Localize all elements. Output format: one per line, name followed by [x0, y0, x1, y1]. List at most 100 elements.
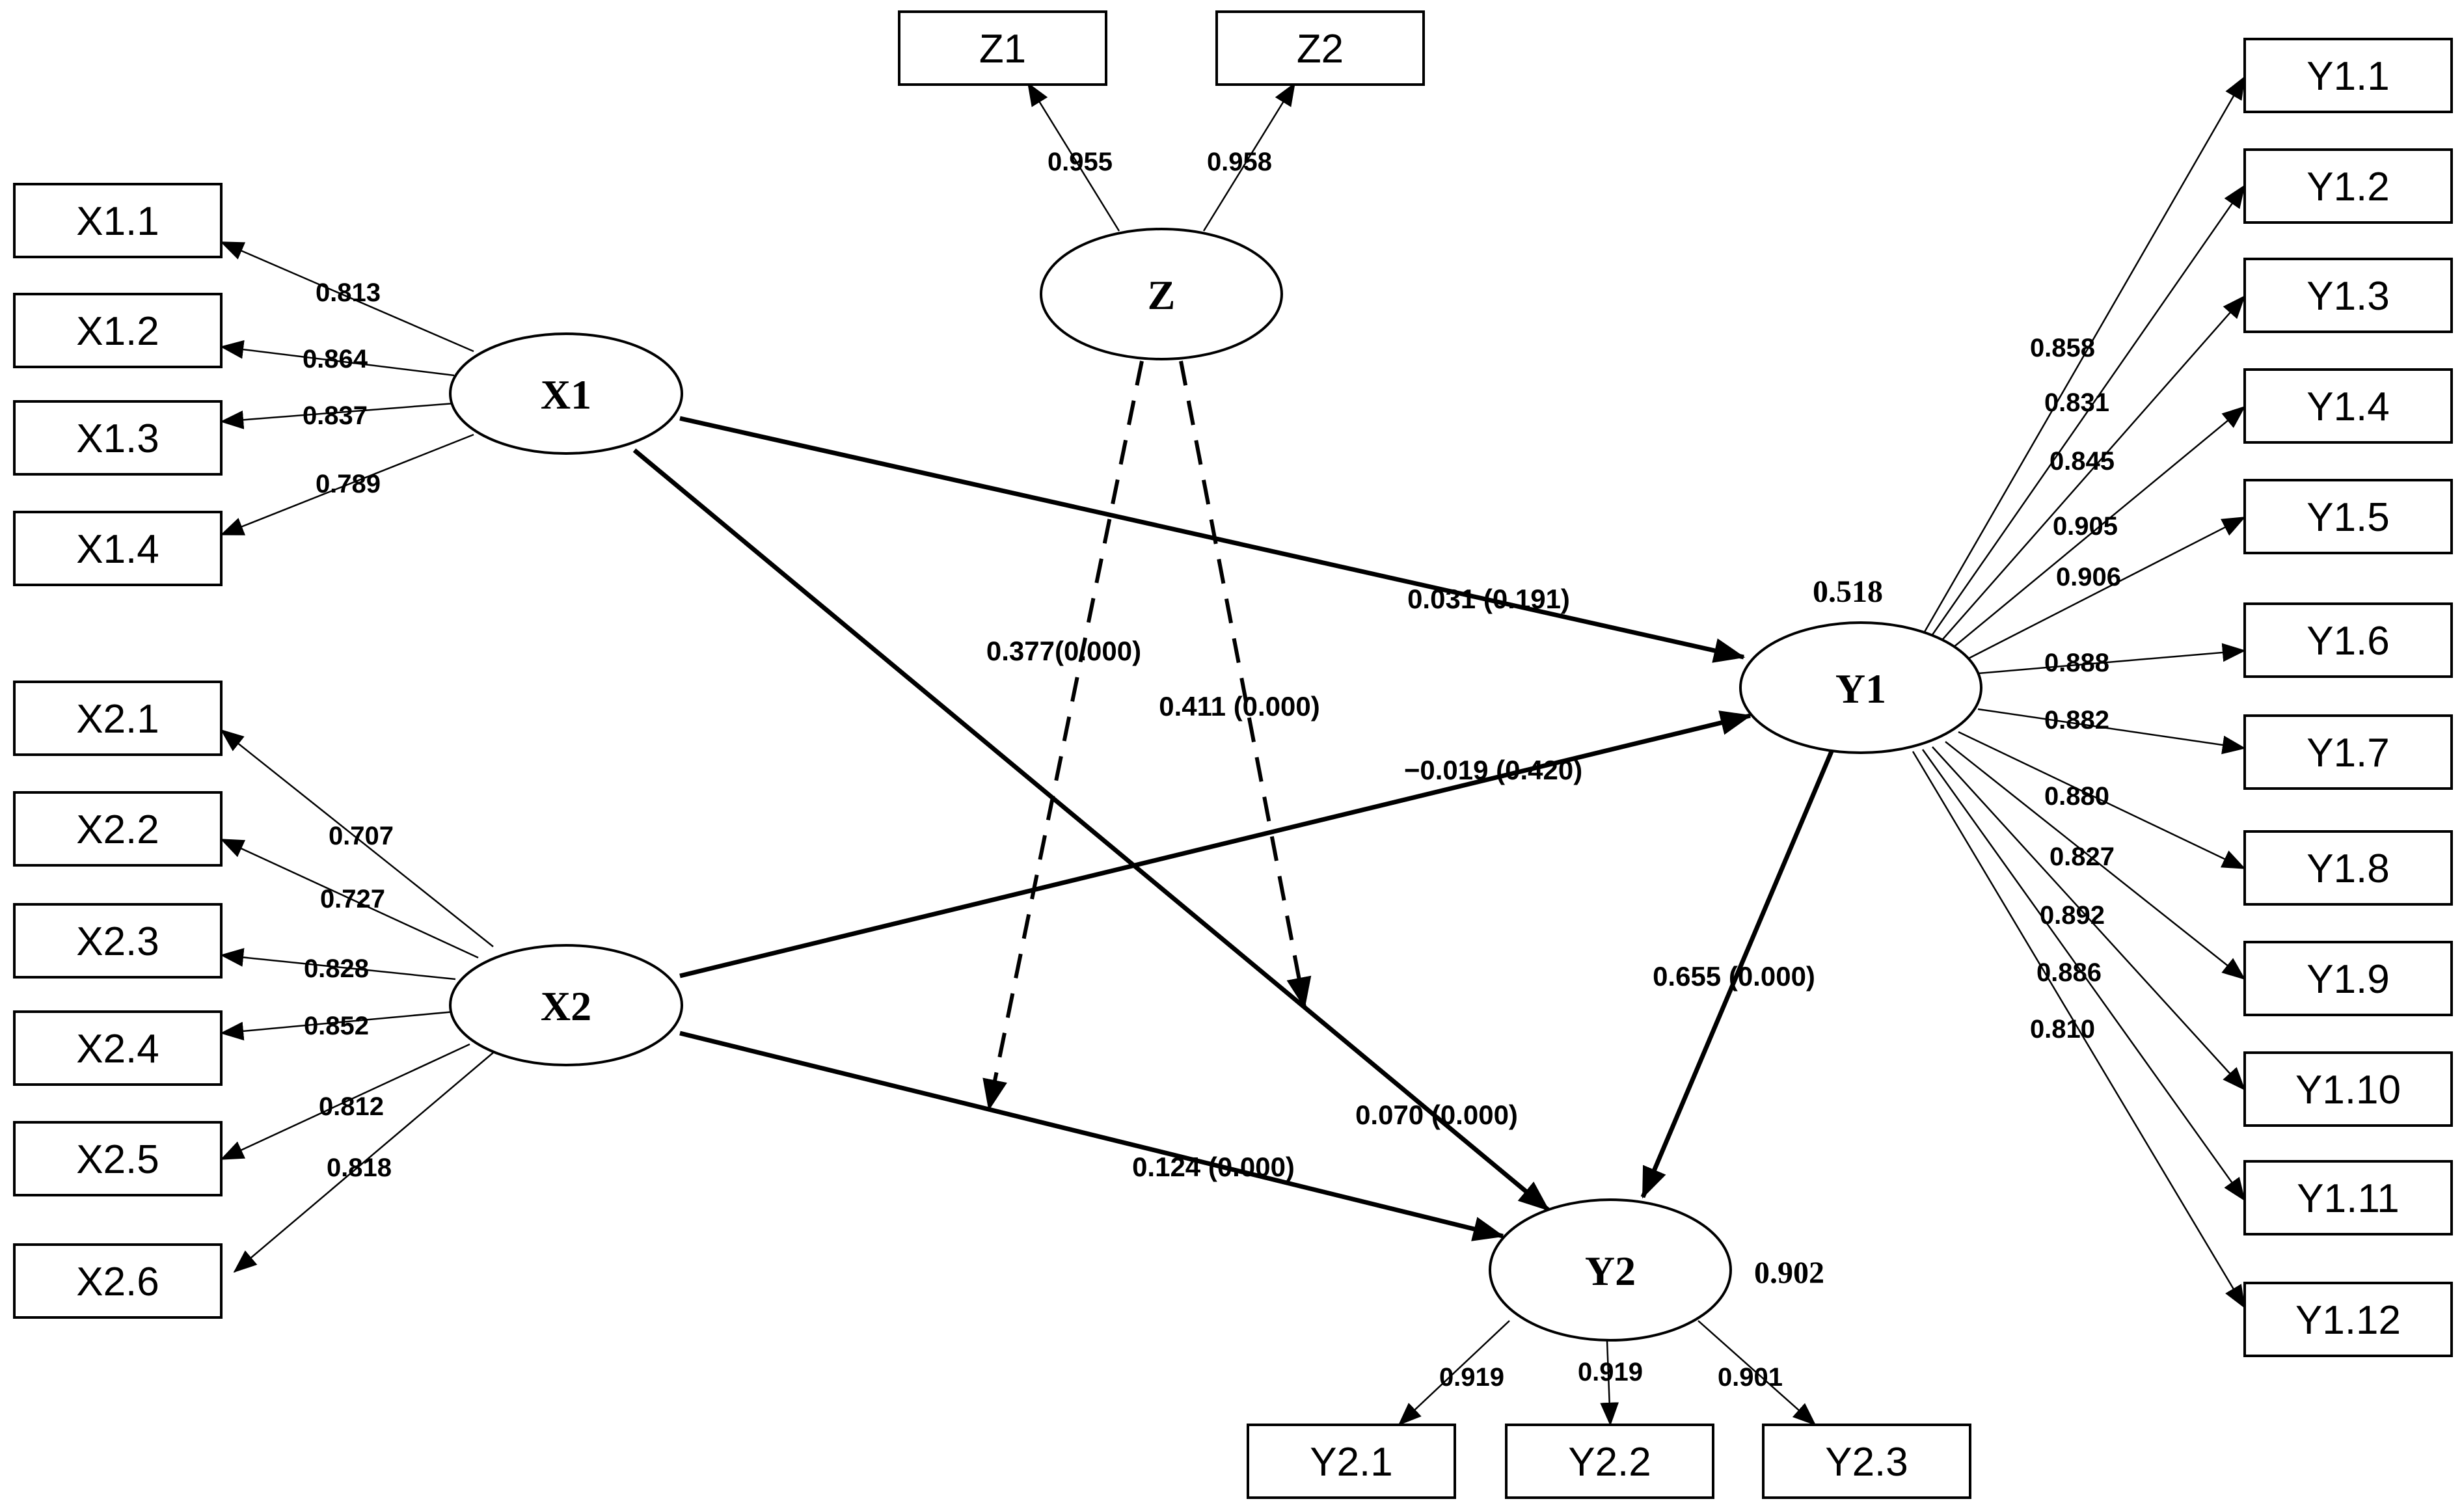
indicator-x2-1-label: X2.1	[76, 697, 159, 742]
indicator-line-x1-2	[220, 340, 455, 377]
indicator-y2-1[interactable]: Y2.1	[1247, 1424, 1456, 1499]
loading-z-1: 0.955	[1048, 148, 1113, 176]
latent-x2[interactable]	[449, 944, 683, 1066]
latent-y1[interactable]	[1739, 621, 1982, 754]
indicator-x2-5[interactable]: X2.5	[13, 1121, 223, 1196]
indicator-z-1-label: Z1	[979, 27, 1026, 72]
indicator-x2-6[interactable]: X2.6	[13, 1243, 223, 1319]
loading-y2-2: 0.919	[1578, 1358, 1643, 1386]
r-squared-y2: 0.902	[1754, 1256, 1824, 1290]
indicator-line-z-1	[1027, 82, 1120, 232]
latent-z[interactable]	[1040, 228, 1283, 360]
indicator-z-2[interactable]: Z2	[1215, 10, 1425, 86]
coef-x2-y1: −0.019 (0.420)	[1404, 755, 1582, 785]
latent-x1[interactable]	[449, 332, 683, 455]
indicator-y1-5[interactable]: Y1.5	[2243, 479, 2453, 554]
indicator-z-2-label: Z2	[1297, 27, 1344, 72]
moderation-z-x2y2	[982, 360, 1144, 1111]
indicator-x1-3[interactable]: X1.3	[13, 400, 223, 476]
coef-x1-y2: 0.070 (0.000)	[1355, 1100, 1518, 1130]
coef-x1-y1: 0.031 (0.191)	[1407, 584, 1570, 614]
indicator-x2-3[interactable]: X2.3	[13, 903, 223, 979]
indicator-line-y1-8	[1958, 731, 2246, 870]
indicator-y1-10[interactable]: Y1.10	[2243, 1051, 2453, 1127]
indicator-line-x2-2	[220, 838, 479, 959]
indicator-x1-1[interactable]: X1.1	[13, 183, 223, 258]
indicator-y1-4[interactable]: Y1.4	[2243, 368, 2453, 444]
loading-y1-2: 0.831	[2044, 388, 2109, 417]
loading-y2-1: 0.919	[1439, 1363, 1504, 1392]
loading-x2-1: 0.707	[329, 822, 394, 850]
indicator-line-y1-4	[1945, 405, 2246, 655]
latent-x1-label: X1	[541, 371, 591, 418]
latent-y2[interactable]	[1489, 1198, 1732, 1342]
indicator-y1-7-label: Y1.7	[2306, 731, 2390, 776]
indicator-y1-9[interactable]: Y1.9	[2243, 941, 2453, 1016]
indicator-y2-3-label: Y2.3	[1825, 1440, 1908, 1485]
indicator-y1-9-label: Y1.9	[2306, 957, 2390, 1002]
latent-x2-label: X2	[541, 983, 591, 1029]
indicator-y1-8[interactable]: Y1.8	[2243, 830, 2453, 906]
indicator-x1-4[interactable]: X1.4	[13, 511, 223, 586]
indicator-y1-10-label: Y1.10	[2295, 1068, 2401, 1113]
loading-y2-3: 0.901	[1718, 1363, 1783, 1392]
indicator-line-y1-6	[1977, 643, 2246, 675]
indicator-line-y1-11	[1921, 749, 2246, 1202]
latent-y1-label: Y1	[1835, 666, 1886, 712]
loading-y1-9: 0.827	[2049, 843, 2115, 871]
indicator-line-x2-6	[233, 1052, 494, 1273]
coef-y1-y2: 0.655 (0.000)	[1653, 961, 1815, 992]
indicator-x2-4-label: X2.4	[76, 1027, 159, 1072]
indicator-line-x1-4	[220, 433, 474, 536]
loading-y1-3: 0.845	[2049, 447, 2115, 476]
indicator-y1-1[interactable]: Y1.1	[2243, 38, 2453, 113]
indicator-x1-4-label: X1.4	[76, 527, 159, 572]
indicator-y1-5-label: Y1.5	[2306, 495, 2390, 540]
indicator-y1-12[interactable]: Y1.12	[2243, 1282, 2453, 1357]
indicator-y1-2[interactable]: Y1.2	[2243, 148, 2453, 224]
moderation-z-x1y2	[1179, 360, 1312, 1009]
path-x1-y2	[632, 448, 1550, 1212]
indicator-y1-3[interactable]: Y1.3	[2243, 258, 2453, 333]
loading-x1-1: 0.813	[316, 278, 381, 307]
loading-x1-2: 0.864	[303, 345, 368, 373]
indicator-x1-2[interactable]: X1.2	[13, 293, 223, 368]
indicator-line-y1-2	[1925, 184, 2246, 645]
indicator-y2-1-label: Y2.1	[1310, 1440, 1393, 1485]
loading-y1-5: 0.906	[2056, 563, 2121, 591]
path-y1-y2	[1640, 750, 1834, 1199]
indicator-y1-8-label: Y1.8	[2306, 846, 2390, 891]
indicator-y1-2-label: Y1.2	[2306, 165, 2390, 209]
loading-y1-4: 0.905	[2053, 512, 2118, 541]
indicator-x2-2[interactable]: X2.2	[13, 791, 223, 867]
indicator-y2-2[interactable]: Y2.2	[1505, 1424, 1714, 1499]
indicator-y2-3[interactable]: Y2.3	[1762, 1424, 1971, 1499]
loading-y1-12: 0.810	[2030, 1015, 2095, 1044]
path-x1-y1	[679, 416, 1746, 663]
indicator-z-1[interactable]: Z1	[898, 10, 1107, 86]
indicator-line-y1-3	[1935, 295, 2246, 648]
indicator-y1-11-label: Y1.11	[2297, 1176, 2399, 1221]
indicator-x2-1[interactable]: X2.1	[13, 681, 223, 756]
coef-z-x1y2: 0.377(0.000)	[986, 636, 1141, 666]
loading-x2-4: 0.852	[304, 1012, 369, 1040]
loading-x1-4: 0.789	[316, 470, 381, 498]
loading-x2-5: 0.812	[319, 1092, 384, 1121]
indicator-line-y1-12	[1912, 751, 2246, 1309]
indicator-y1-6[interactable]: Y1.6	[2243, 602, 2453, 678]
latent-y2-label: Y2	[1585, 1248, 1636, 1294]
indicator-x1-3-label: X1.3	[76, 416, 159, 461]
indicator-line-x2-5	[220, 1043, 470, 1161]
indicator-x2-4[interactable]: X2.4	[13, 1010, 223, 1086]
indicator-line-y1-7	[1977, 708, 2246, 755]
loading-y1-6: 0.888	[2044, 649, 2109, 677]
loading-x2-3: 0.828	[304, 954, 369, 983]
path-x2-y2	[679, 1031, 1505, 1241]
indicator-y1-7[interactable]: Y1.7	[2243, 714, 2453, 790]
loading-y1-7: 0.882	[2044, 706, 2109, 735]
indicator-y1-11[interactable]: Y1.11	[2243, 1160, 2453, 1235]
indicator-line-y2-1	[1398, 1320, 1510, 1426]
indicator-y1-12-label: Y1.12	[2295, 1298, 2401, 1343]
indicator-line-y2-2	[1600, 1340, 1619, 1426]
indicator-line-x2-4	[220, 1010, 455, 1041]
